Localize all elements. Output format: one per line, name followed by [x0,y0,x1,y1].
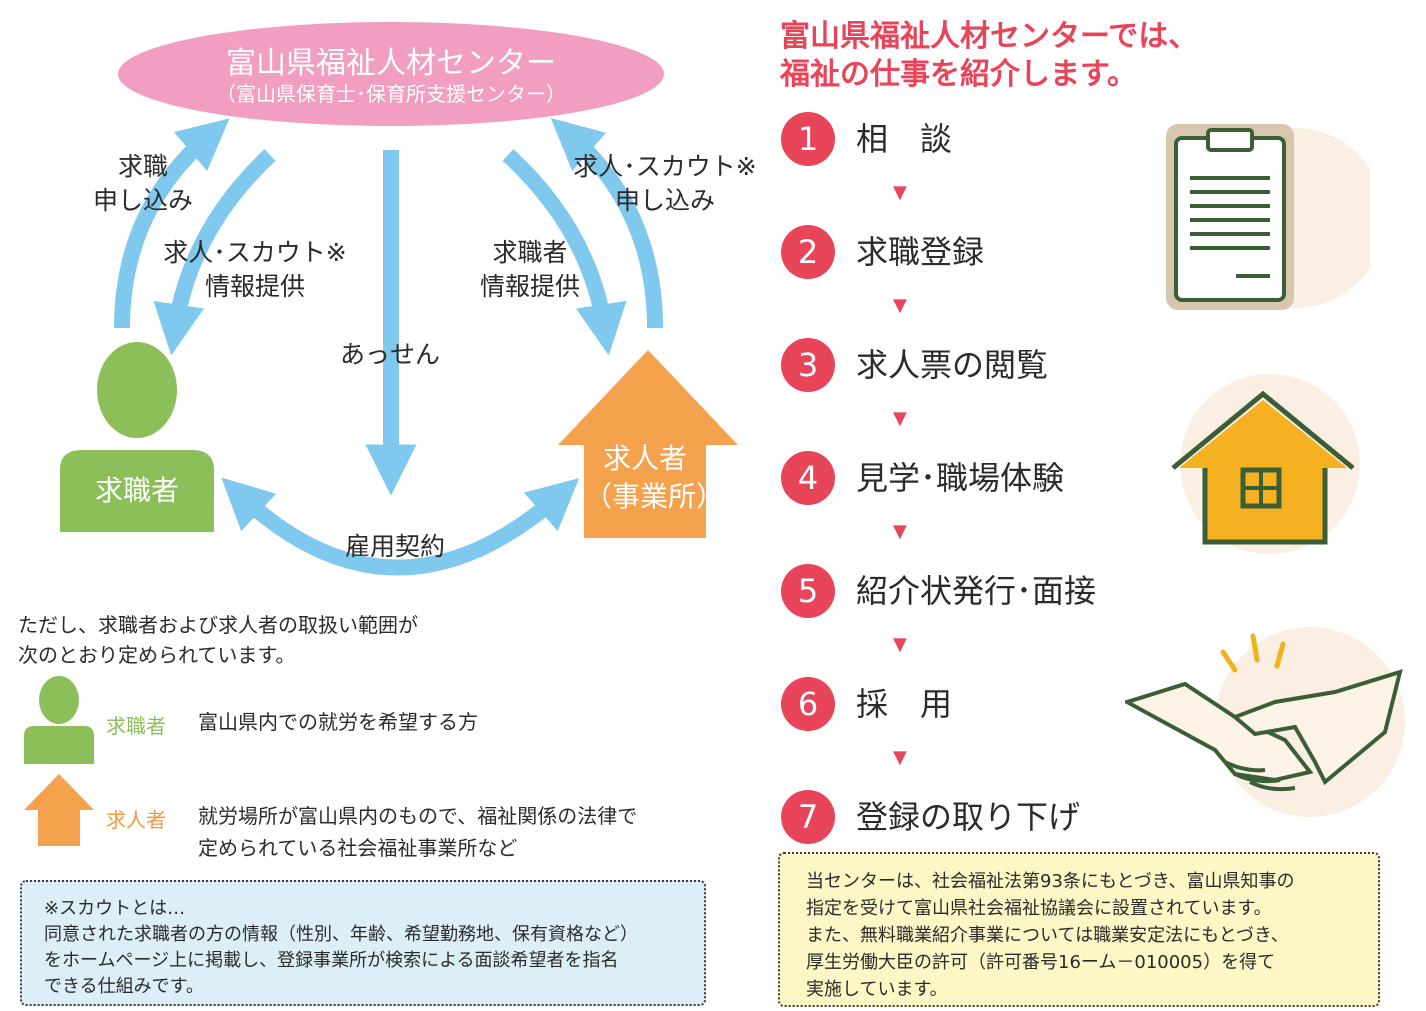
step-number-3: 3 [781,338,835,392]
label-offer-info: 求人･スカウト※ 情報提供 [163,238,347,301]
footer-note-box: 当センターは、社会福祉法第93条にもとづき、富山県知事の 指定を受けて富山県社会… [778,852,1380,1007]
step-down-arrow: ▼ [893,521,907,542]
label-assen: あっせん [339,340,440,369]
step-down-arrow: ▼ [893,295,907,316]
employer-house [558,350,738,538]
scout-note-box: ※スカウトとは… 同意された求職者の方の情報（性別、年齢、希望勤務地、保有資格な… [20,880,706,1006]
house-icon [1171,374,1360,554]
center-subtitle: （富山県保育士･保育所支援センター） [216,82,566,106]
scope-note: ただし、求職者および求人者の取扱い範囲が 次のとおり定められています。 [18,613,418,667]
offer-info-arrow [153,149,276,356]
label-contract: 雇用契約 [344,532,445,561]
offer-apply-arrow [550,118,663,329]
contract-arrow [221,477,580,576]
step-label-3: 求人票の閲覧 [856,346,1049,384]
step-label-5: 紹介状発行･面接 [856,572,1097,610]
legend-seeker-name: 求職者 [106,714,166,738]
legend-employer-desc: 就労場所が富山県内のもので、福祉関係の法律で 定められている社会福祉事業所など [198,804,638,860]
label-seeker-info: 求職者 情報提供 [479,238,580,301]
step-number-1: 1 [781,112,835,166]
step-number-6: 6 [781,677,835,731]
step-label-4: 見学･職場体験 [856,459,1065,497]
step-down-arrow: ▼ [893,747,907,768]
step-down-arrow: ▼ [893,634,907,655]
seeker-label: 求職者 [94,474,179,507]
step-label-2: 求職登録 [856,233,985,271]
step-label-7: 登録の取り下げ [856,798,1081,836]
flow-arrows [60,118,738,576]
step-down-arrow: ▼ [893,408,907,429]
step-number-4: 4 [781,451,835,505]
legend-seeker-desc: 富山県内での就労を希望する方 [198,710,478,734]
legend-seeker-icon [24,676,94,764]
center-title: 富山県福祉人材センター [226,46,556,81]
label-offer-apply: 求人･スカウト※ 申し込み [573,152,757,215]
step-label-6: 採 用 [856,685,953,723]
right-title: 富山県福祉人材センターでは、 福祉の仕事を紹介します。 [780,19,1199,92]
step-number-7: 7 [781,790,835,844]
step-number-5: 5 [781,564,835,618]
legend-employer-name: 求人者 [106,808,166,832]
legend-employer-icon [24,774,94,846]
step-number-2: 2 [781,225,835,279]
clipboard-icon [1166,124,1370,310]
seeker-figure [60,342,214,532]
handshake-icon [1125,627,1405,817]
seeker-info-arrow [502,149,627,356]
employer-label: 求人者 （事業所） [584,442,725,513]
step-label-1: 相 談 [856,120,953,158]
label-job-apply: 求職 申し込み [92,152,193,215]
job-apply-arrow [114,118,230,329]
step-down-arrow: ▼ [893,182,907,203]
center-ellipse [118,22,664,126]
